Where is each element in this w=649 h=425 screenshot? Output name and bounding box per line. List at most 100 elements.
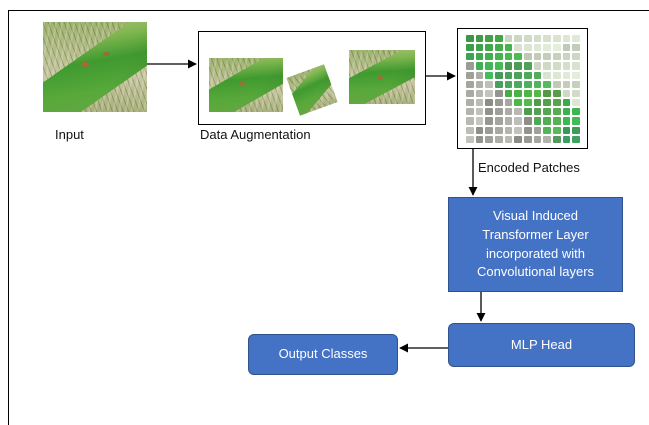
- patch-cell: [543, 117, 551, 125]
- patch-cell: [475, 89, 484, 98]
- patch-cell: [543, 108, 551, 116]
- patch-cell: [533, 126, 542, 134]
- patch-cell: [543, 62, 551, 70]
- patch-cell: [562, 35, 571, 43]
- patch-cell: [466, 53, 474, 61]
- patch-cell: [494, 135, 503, 143]
- patch-cell: [485, 71, 493, 79]
- patch-cell: [533, 53, 542, 61]
- patch-cell: [572, 135, 580, 143]
- patch-cell: [485, 35, 493, 43]
- patch-cell: [466, 135, 474, 143]
- patch-cell: [514, 135, 522, 143]
- patch-cell: [466, 44, 474, 52]
- patch-cell: [523, 80, 532, 88]
- patch-cell: [485, 126, 493, 134]
- patch-cell: [562, 126, 571, 134]
- patch-cell: [504, 126, 513, 134]
- patch-cell: [494, 80, 503, 88]
- patch-cell: [572, 53, 580, 61]
- patch-cell: [533, 71, 542, 79]
- patch-cell: [543, 53, 551, 61]
- patch-cell: [485, 80, 493, 88]
- augmentation-box: [198, 31, 426, 125]
- patch-cell: [485, 89, 493, 98]
- patch-cell: [543, 80, 551, 88]
- patch-cell: [533, 44, 542, 52]
- patch-cell: [504, 108, 513, 116]
- patch-cell: [523, 99, 532, 107]
- patch-cell: [572, 99, 580, 107]
- patch-cell: [504, 62, 513, 70]
- patch-cell: [514, 35, 522, 43]
- input-label: Input: [55, 127, 84, 142]
- patch-grid-box: [457, 28, 588, 149]
- patch-cell: [552, 80, 561, 88]
- diagram-frame: [8, 10, 649, 425]
- patch-cell: [552, 108, 561, 116]
- patch-cell: [485, 135, 493, 143]
- patch-cell: [562, 71, 571, 79]
- patch-cell: [466, 35, 474, 43]
- patch-cell: [504, 89, 513, 98]
- patch-cell: [504, 80, 513, 88]
- patch-cell: [514, 44, 522, 52]
- augmented-image-1: [209, 58, 283, 112]
- patch-cell: [572, 35, 580, 43]
- patch-cell: [475, 108, 484, 116]
- patch-cell: [466, 62, 474, 70]
- patch-cell: [485, 108, 493, 116]
- patch-cell: [494, 62, 503, 70]
- patch-cell: [543, 135, 551, 143]
- patch-cell: [533, 62, 542, 70]
- patch-cell: [485, 53, 493, 61]
- patch-cell: [523, 44, 532, 52]
- patch-cell: [533, 35, 542, 43]
- patch-cell: [572, 71, 580, 79]
- patch-cell: [543, 71, 551, 79]
- patch-cell: [543, 89, 551, 98]
- patch-cell: [562, 135, 571, 143]
- patch-cell: [552, 35, 561, 43]
- patch-cell: [494, 89, 503, 98]
- patch-cell: [485, 99, 493, 107]
- augmented-image-2: [286, 64, 338, 116]
- patch-cell: [533, 108, 542, 116]
- patch-cell: [533, 89, 542, 98]
- patch-cell: [466, 71, 474, 79]
- patch-cell: [475, 117, 484, 125]
- input-leaf-image: [43, 22, 147, 112]
- mlp-head-block: MLP Head: [448, 323, 635, 367]
- patch-cell: [552, 126, 561, 134]
- patch-cell: [523, 71, 532, 79]
- patch-cell: [466, 117, 474, 125]
- patch-cell: [504, 99, 513, 107]
- patch-cell: [485, 62, 493, 70]
- patch-cell: [475, 35, 484, 43]
- patch-cell: [475, 71, 484, 79]
- patch-cell: [533, 80, 542, 88]
- patch-cell: [572, 80, 580, 88]
- patch-cell: [523, 126, 532, 134]
- patch-cell: [562, 80, 571, 88]
- patch-cell: [552, 71, 561, 79]
- patch-cell: [494, 108, 503, 116]
- patch-cell: [572, 108, 580, 116]
- patch-cell: [514, 99, 522, 107]
- patch-cell: [523, 53, 532, 61]
- patch-cell: [514, 89, 522, 98]
- patch-cell: [552, 135, 561, 143]
- patch-cell: [514, 108, 522, 116]
- patch-cell: [543, 99, 551, 107]
- patch-cell: [494, 126, 503, 134]
- patch-cell: [494, 44, 503, 52]
- patch-cell: [466, 80, 474, 88]
- patch-cell: [475, 135, 484, 143]
- patch-cell: [475, 99, 484, 107]
- patch-cell: [552, 99, 561, 107]
- patch-cell: [514, 71, 522, 79]
- patch-cell: [514, 126, 522, 134]
- patch-cell: [494, 71, 503, 79]
- augmentation-label: Data Augmentation: [200, 127, 311, 142]
- patch-cell: [504, 135, 513, 143]
